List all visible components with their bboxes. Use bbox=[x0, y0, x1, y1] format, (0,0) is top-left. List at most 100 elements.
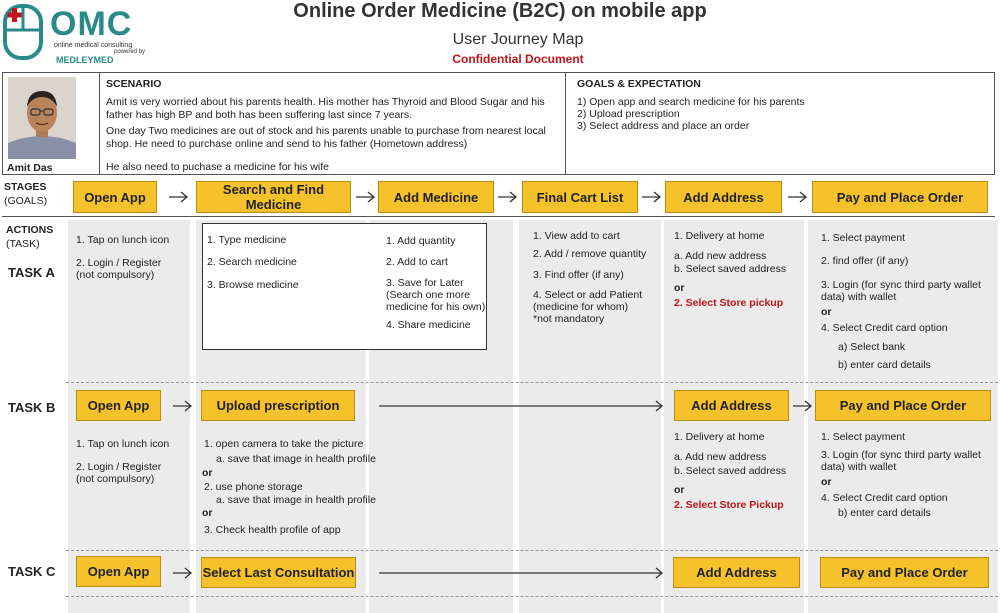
task-b-label: TASK B bbox=[8, 400, 56, 415]
task-a-address-or: or bbox=[674, 282, 685, 294]
task-a-add-step: medicine for his own) bbox=[386, 301, 486, 313]
task-b-upload-step: a. save that image in health profile bbox=[216, 494, 376, 506]
scenario-text-1: Amit is very worried about his parents h… bbox=[106, 96, 545, 121]
task-c-label: TASK C bbox=[8, 564, 56, 579]
persona-avatar bbox=[8, 77, 76, 159]
task-a-add-step: 4. Share medicine bbox=[386, 319, 471, 331]
stage-pay-place-order: Pay and Place Order bbox=[812, 181, 988, 213]
arrow-right-icon bbox=[173, 400, 193, 412]
task-a-cart-step: *not mandatory bbox=[533, 313, 605, 325]
task-a-add-step: 1. Add quantity bbox=[386, 235, 456, 247]
task-b-open-app: Open App bbox=[76, 390, 161, 421]
task-a-search-step: 2. Search medicine bbox=[207, 256, 297, 268]
task-divider bbox=[66, 550, 998, 551]
actions-label: ACTIONS bbox=[6, 224, 54, 236]
task-a-pay-step: 3. Login (for sync third party wallet bbox=[821, 279, 981, 291]
confidential-label: Confidential Document bbox=[452, 52, 584, 66]
task-a-open-step: (not compulsory) bbox=[76, 269, 155, 281]
task-a-pay-step: 2. find offer (if any) bbox=[821, 255, 909, 267]
logo-powered: powered by bbox=[114, 49, 146, 55]
task-b-open-step: 2. Login / Register bbox=[76, 461, 162, 473]
task-a-pay-step: b) enter card details bbox=[838, 359, 931, 371]
scenario-panel bbox=[2, 72, 995, 175]
goal-item: 3) Select address and place an order bbox=[577, 120, 750, 132]
task-a-search-step: 1. Type medicine bbox=[207, 234, 287, 246]
task-a-address-step: a. Add new address bbox=[674, 250, 767, 262]
omc-logo: OMC online medical consulting powered by… bbox=[2, 2, 152, 65]
persona-name: Amit Das bbox=[7, 162, 53, 174]
arrow-right-icon bbox=[788, 191, 808, 203]
task-a-address-step: 1. Delivery at home bbox=[674, 230, 765, 242]
task-a-add-step: 2. Add to cart bbox=[386, 256, 448, 268]
scenario-text-2: One day Two medicines are out of stock a… bbox=[106, 125, 546, 150]
task-b-pay-or: or bbox=[821, 476, 832, 488]
task-a-cart-step: (medicine for whom) bbox=[533, 301, 629, 313]
page-title: Online Order Medicine (B2C) on mobile ap… bbox=[293, 0, 707, 22]
task-b-upload-step: 2. use phone storage bbox=[204, 481, 303, 493]
task-b-pay-step: 3. Login (for sync third party wallet bbox=[821, 449, 981, 461]
stage-add-medicine: Add Medicine bbox=[378, 181, 494, 213]
arrow-right-icon bbox=[356, 191, 376, 203]
task-a-search-step: 3. Browse medicine bbox=[207, 279, 299, 291]
task-b-upload-or: or bbox=[202, 467, 213, 479]
task-b-upload-step: 3. Check health profile of app bbox=[204, 524, 341, 536]
task-b-upload-step: a. save that image in health profile bbox=[216, 453, 376, 465]
goal-item: 2) Upload prescription bbox=[577, 108, 680, 120]
task-c-add-address: Add Address bbox=[673, 557, 800, 588]
task-b-add-address: Add Address bbox=[674, 390, 789, 421]
stage-add-address: Add Address bbox=[665, 181, 782, 213]
scenario-heading: SCENARIO bbox=[106, 78, 162, 90]
search-add-box bbox=[202, 223, 487, 350]
task-divider bbox=[66, 382, 998, 383]
task-b-open-step: (not compulsory) bbox=[76, 473, 155, 485]
goals-heading: GOALS & EXPECTATION bbox=[577, 78, 701, 90]
stage-open-app: Open App bbox=[73, 181, 157, 213]
long-arrow-right-icon bbox=[379, 400, 664, 412]
mouse-cross-icon bbox=[3, 4, 43, 60]
task-a-open-step: 1. Tap on lunch icon bbox=[76, 234, 170, 246]
task-b-pay-step: b) enter card details bbox=[838, 507, 931, 519]
goal-item: 1) Open app and search medicine for his … bbox=[577, 96, 805, 108]
task-a-address-step: b. Select saved address bbox=[674, 263, 787, 275]
task-b-pay-step: data) with wallet bbox=[821, 461, 897, 473]
task-a-cart-step: 4. Select or add Patient bbox=[533, 289, 643, 301]
panel-divider bbox=[99, 72, 100, 175]
logo-tagline: online medical consulting bbox=[54, 42, 133, 49]
task-b-pay-step: 1. Select payment bbox=[821, 431, 906, 443]
arrow-right-icon bbox=[173, 567, 193, 579]
page-subtitle: User Journey Map bbox=[452, 31, 584, 48]
task-a-add-step: 3. Save for Later bbox=[386, 277, 464, 289]
task-a-add-step: (Search one more bbox=[386, 289, 471, 301]
task-a-pay-step: 4. Select Credit card option bbox=[821, 322, 948, 334]
long-arrow-right-icon bbox=[379, 567, 664, 579]
stages-label: STAGES bbox=[4, 181, 47, 193]
task-divider bbox=[66, 596, 998, 597]
task-a-open-step: 2. Login / Register bbox=[76, 257, 162, 269]
task-a-pay-step: 1. Select payment bbox=[821, 232, 906, 244]
arrow-right-icon bbox=[642, 191, 662, 203]
task-a-pay-or: or bbox=[821, 306, 832, 318]
task-b-address-step: 1. Delivery at home bbox=[674, 431, 765, 443]
stage-final-cart-list: Final Cart List bbox=[522, 181, 638, 213]
task-c-open-app: Open App bbox=[76, 556, 161, 587]
task-a-pay-step: data) with wallet bbox=[821, 291, 897, 303]
task-a-cart-step: 3. Find offer (if any) bbox=[533, 269, 624, 281]
task-b-address-or: or bbox=[674, 484, 685, 496]
task-c-pay-place-order: Pay and Place Order bbox=[820, 557, 989, 588]
panel-divider bbox=[565, 72, 566, 175]
task-b-open-step: 1. Tap on lunch icon bbox=[76, 438, 170, 450]
arrow-right-icon bbox=[793, 400, 813, 412]
task-b-pay-step: 4. Select Credit card option bbox=[821, 492, 948, 504]
logo-name: OMC bbox=[50, 5, 133, 43]
arrow-right-icon bbox=[169, 191, 189, 203]
task-b-upload-or: or bbox=[202, 507, 213, 519]
task-b-upload-step: 1. open camera to take the picture bbox=[204, 438, 364, 450]
task-a-label: TASK A bbox=[8, 265, 55, 280]
stages-sub-label: (GOALS) bbox=[4, 195, 48, 207]
task-b-address-step: a. Add new address bbox=[674, 451, 767, 463]
task-a-cart-step: 2. Add / remove quantity bbox=[533, 248, 647, 260]
task-b-pay-place-order: Pay and Place Order bbox=[815, 390, 991, 421]
task-b-address-step: b. Select saved address bbox=[674, 465, 787, 477]
task-b-store-pickup: 2. Select Store Pickup bbox=[674, 499, 784, 511]
task-a-cart-step: 1. View add to cart bbox=[533, 230, 620, 242]
